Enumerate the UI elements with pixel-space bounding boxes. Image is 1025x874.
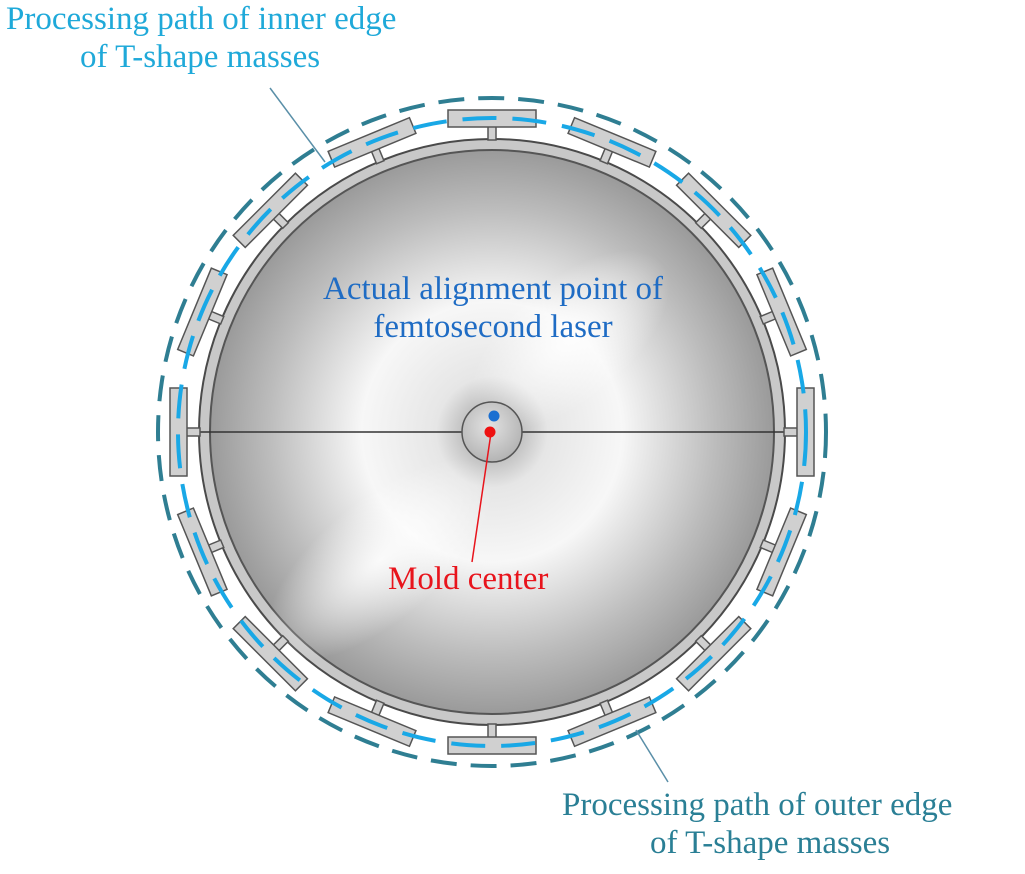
shell-highlight-upper bbox=[470, 250, 670, 430]
outer-edge-processing-path bbox=[156, 96, 828, 768]
outer-path-label: Processing path of outer edge of T-shape… bbox=[562, 786, 952, 862]
outer-path-leader-line bbox=[635, 729, 669, 783]
shell-highlight-lower bbox=[266, 458, 494, 662]
inner-path-label-line2: of T-shape masses bbox=[80, 39, 321, 75]
mold-center-label: Mold center bbox=[388, 560, 548, 598]
t-shape-mass bbox=[755, 267, 808, 357]
t-shape-mass bbox=[447, 723, 537, 755]
alignment-point-dot bbox=[488, 410, 500, 422]
inner-path-leader-line bbox=[269, 87, 326, 163]
mold-center-dot bbox=[484, 426, 496, 438]
alignment-point-label: Actual alignment point of femtosecond la… bbox=[292, 270, 694, 346]
mold-center-label-text: Mold center bbox=[388, 561, 549, 597]
t-shape-mass bbox=[169, 387, 201, 477]
t-shape-mass bbox=[447, 109, 537, 141]
outer-path-label-line2: of T-shape masses bbox=[650, 825, 891, 861]
alignment-label-line1: Actual alignment point of bbox=[322, 271, 663, 307]
alignment-label-line2: femtosecond laser bbox=[373, 309, 613, 345]
mold-center-leader-line bbox=[471, 432, 492, 563]
outer-path-label-line1: Processing path of outer edge bbox=[562, 787, 953, 823]
inner-path-label-line1: Processing path of inner edge bbox=[6, 1, 397, 37]
t-shape-mass bbox=[783, 387, 815, 477]
inner-path-label: Processing path of inner edge of T-shape… bbox=[6, 0, 396, 76]
inner-edge-processing-path bbox=[176, 116, 808, 748]
